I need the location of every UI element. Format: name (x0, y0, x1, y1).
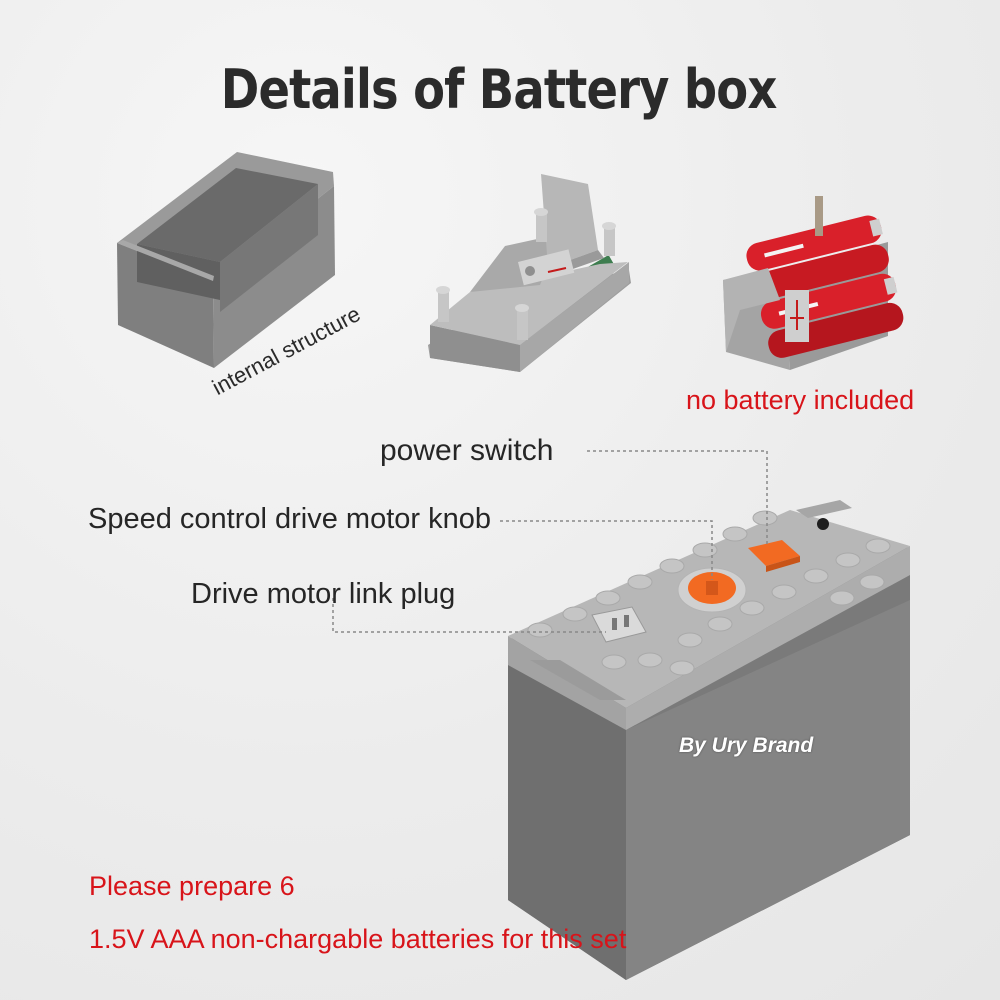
no-battery-label: no battery included (686, 385, 915, 415)
note-line-2: 1.5V AAA non-chargable batteries for thi… (89, 924, 627, 954)
callout-lines (332, 450, 768, 633)
internal-structure-image (428, 174, 631, 372)
note-line-1: Please prepare 6 (89, 871, 295, 901)
power-switch-leader (587, 450, 768, 546)
link-plug-label: Drive motor link plug (191, 578, 456, 610)
link-plug (591, 606, 647, 643)
brand-watermark: By Ury Brand (679, 734, 814, 757)
speed-knob-label: Speed control drive motor knob (88, 503, 491, 535)
speed-knob-leader (500, 520, 713, 580)
lid-studs (527, 510, 891, 676)
page-title: Details of Battery box (220, 58, 778, 121)
battery-holder-image (723, 196, 904, 370)
empty-case-image (117, 152, 335, 368)
battery-box-image (508, 500, 910, 980)
power-switch-label: power switch (380, 434, 554, 467)
link-plug-leader (332, 598, 606, 633)
power-switch (748, 540, 800, 566)
